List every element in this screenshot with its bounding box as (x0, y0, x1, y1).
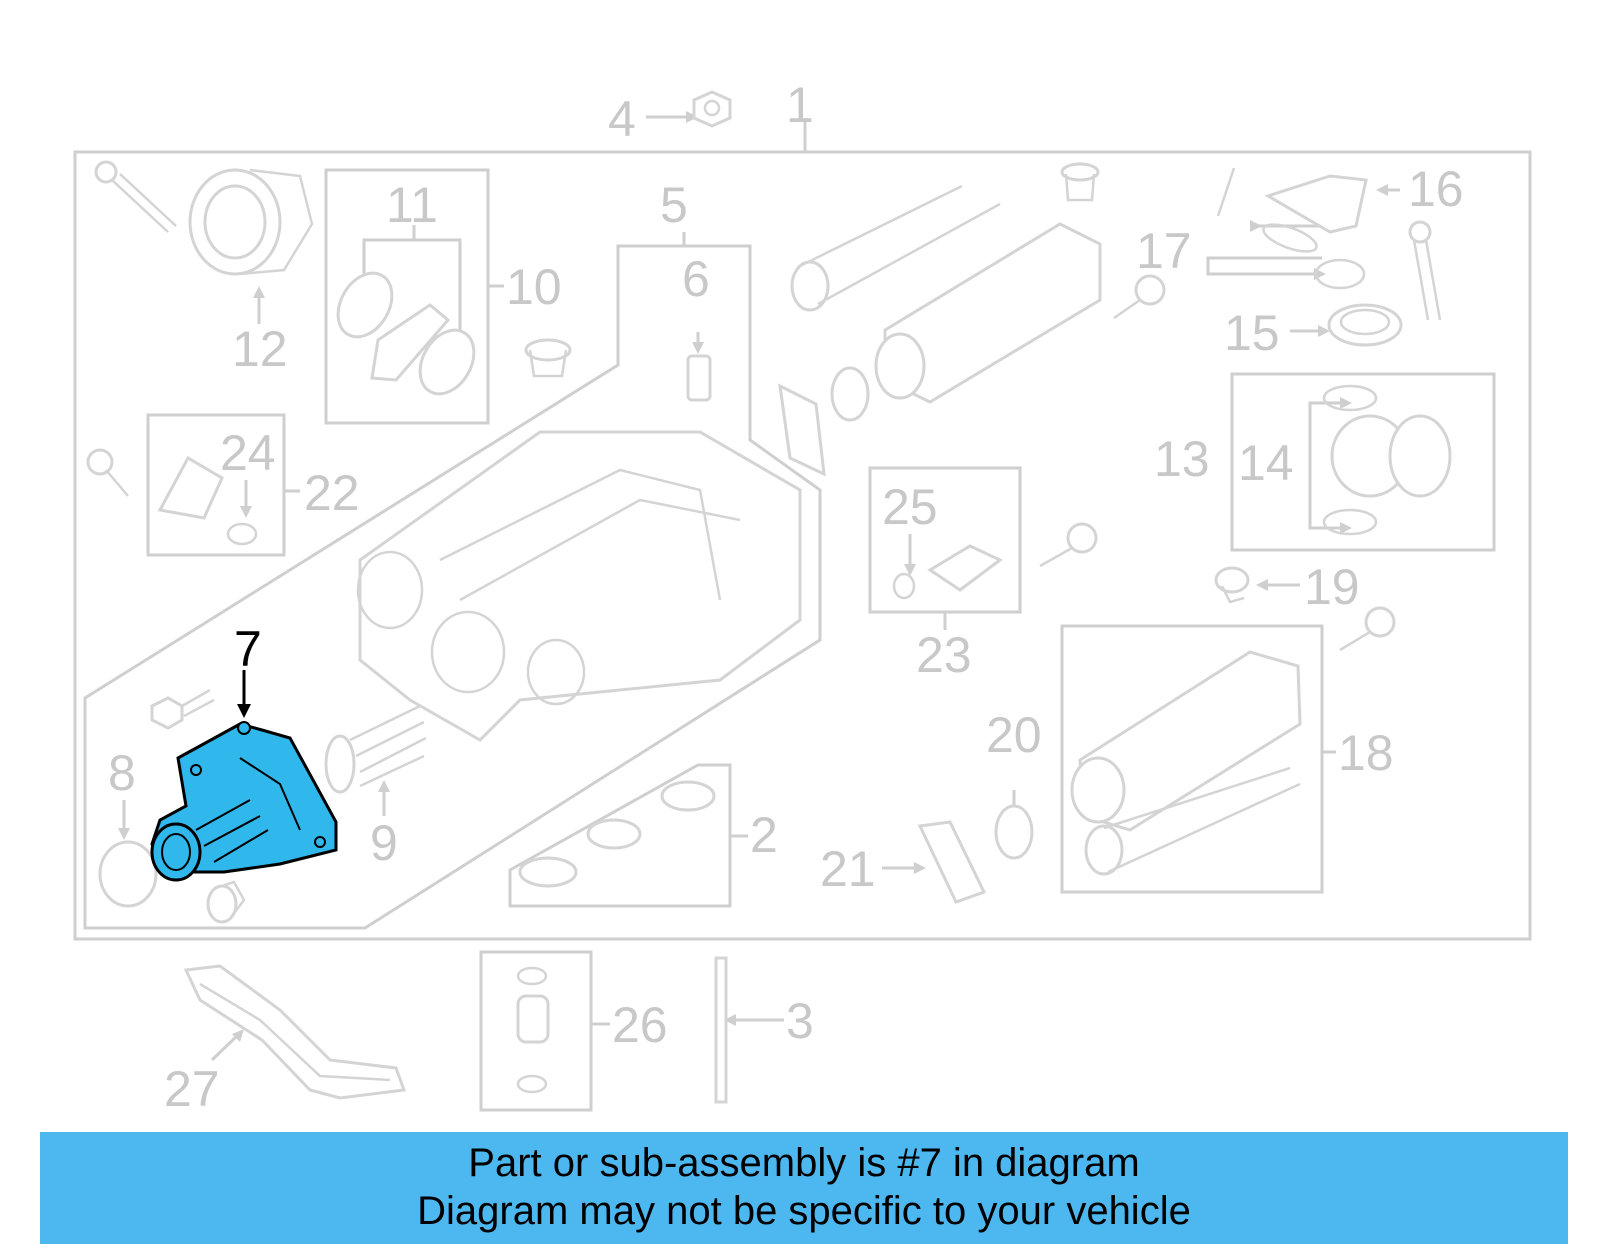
part-bolt-right-mid (1339, 606, 1396, 652)
part-27-pipe (183, 964, 407, 1100)
group-box-18 (1060, 624, 1324, 894)
part-26-fitting (516, 966, 550, 1094)
callout-11: 11 (386, 177, 438, 233)
part-9-spring (324, 704, 427, 794)
part-cap-top-right (1060, 162, 1100, 202)
part-12-throttle (188, 168, 314, 276)
part-16-elbow (1216, 167, 1368, 290)
part-18-intercooler (1070, 650, 1302, 876)
part-6-dowel (686, 354, 712, 402)
part-bolt-top-left (94, 160, 177, 233)
callout-21: 21 (820, 841, 876, 897)
part-bolt-7 (150, 688, 215, 730)
callout-13: 13 (1154, 431, 1210, 487)
callout-15: 15 (1224, 305, 1280, 361)
callout-19: 19 (1304, 559, 1360, 615)
callout-25: 25 (882, 479, 938, 535)
group-box-10 (324, 168, 490, 425)
callout-6: 6 (682, 251, 710, 307)
part-15-flange (1327, 303, 1403, 347)
callout-9: 9 (370, 815, 398, 871)
part-3-stud (714, 956, 728, 1104)
callout-16: 16 (1408, 161, 1464, 217)
part-25-sensor (892, 544, 1003, 600)
part-cap-center (524, 338, 572, 378)
part-2-gasket (518, 780, 716, 888)
leader-line-7 (237, 670, 251, 718)
supercharger-subframe (83, 244, 822, 930)
callout-1: 1 (786, 77, 814, 133)
callout-8: 8 (108, 745, 136, 801)
callout-17: 17 (1136, 223, 1192, 279)
callout-3: 3 (786, 993, 814, 1049)
group-box-13 (1230, 372, 1496, 552)
part-8-cap (98, 840, 158, 908)
callout-10: 10 (506, 259, 562, 315)
callout-26: 26 (612, 997, 668, 1053)
part-plug-bottom (206, 880, 246, 924)
part-7-highlighted (150, 721, 338, 882)
callout-7: 7 (234, 621, 262, 677)
part-tube-top (790, 184, 1001, 312)
callout-23: 23 (916, 627, 972, 683)
part-19-cap (1214, 566, 1250, 604)
part-10-gasket (336, 271, 476, 396)
part-bolt-23 (1039, 522, 1098, 568)
info-banner: Part or sub-assembly is #7 in diagram Di… (40, 1132, 1568, 1244)
part-21-gasket (917, 820, 987, 904)
part-bolt-left-mid (86, 448, 129, 497)
part-24-sensor (157, 455, 258, 546)
banner-line-part: Part or sub-assembly is #7 in diagram (468, 1141, 1140, 1185)
group-box-22 (146, 413, 286, 557)
callout-20: 20 (986, 707, 1042, 763)
part-supercharger-5 (356, 430, 802, 742)
part-nut-4 (692, 90, 732, 128)
part-gasket-left (778, 366, 870, 477)
callout-4: 4 (608, 91, 636, 147)
callout-2: 2 (750, 807, 778, 863)
callout-5: 5 (660, 177, 688, 233)
callout-27: 27 (164, 1061, 220, 1117)
part-14-throttle-body (1322, 384, 1452, 536)
callout-24: 24 (220, 425, 276, 481)
assembly-frame (73, 150, 1532, 941)
part-bolt-long-right (1408, 220, 1442, 321)
group-box-26 (479, 950, 593, 1112)
part-bolt-17 (1113, 274, 1166, 320)
callout-12: 12 (232, 321, 288, 377)
callout-14: 14 (1238, 435, 1294, 491)
callout-22: 22 (304, 465, 360, 521)
banner-line-disclaimer: Diagram may not be specific to your vehi… (417, 1189, 1191, 1233)
part-intercooler-top (874, 222, 1102, 404)
part-20-oring (994, 804, 1034, 860)
callout-18: 18 (1338, 725, 1394, 781)
callout-labels: 1 2 3 4 5 6 7 8 9 10 11 12 13 14 15 16 1… (108, 77, 1464, 1117)
